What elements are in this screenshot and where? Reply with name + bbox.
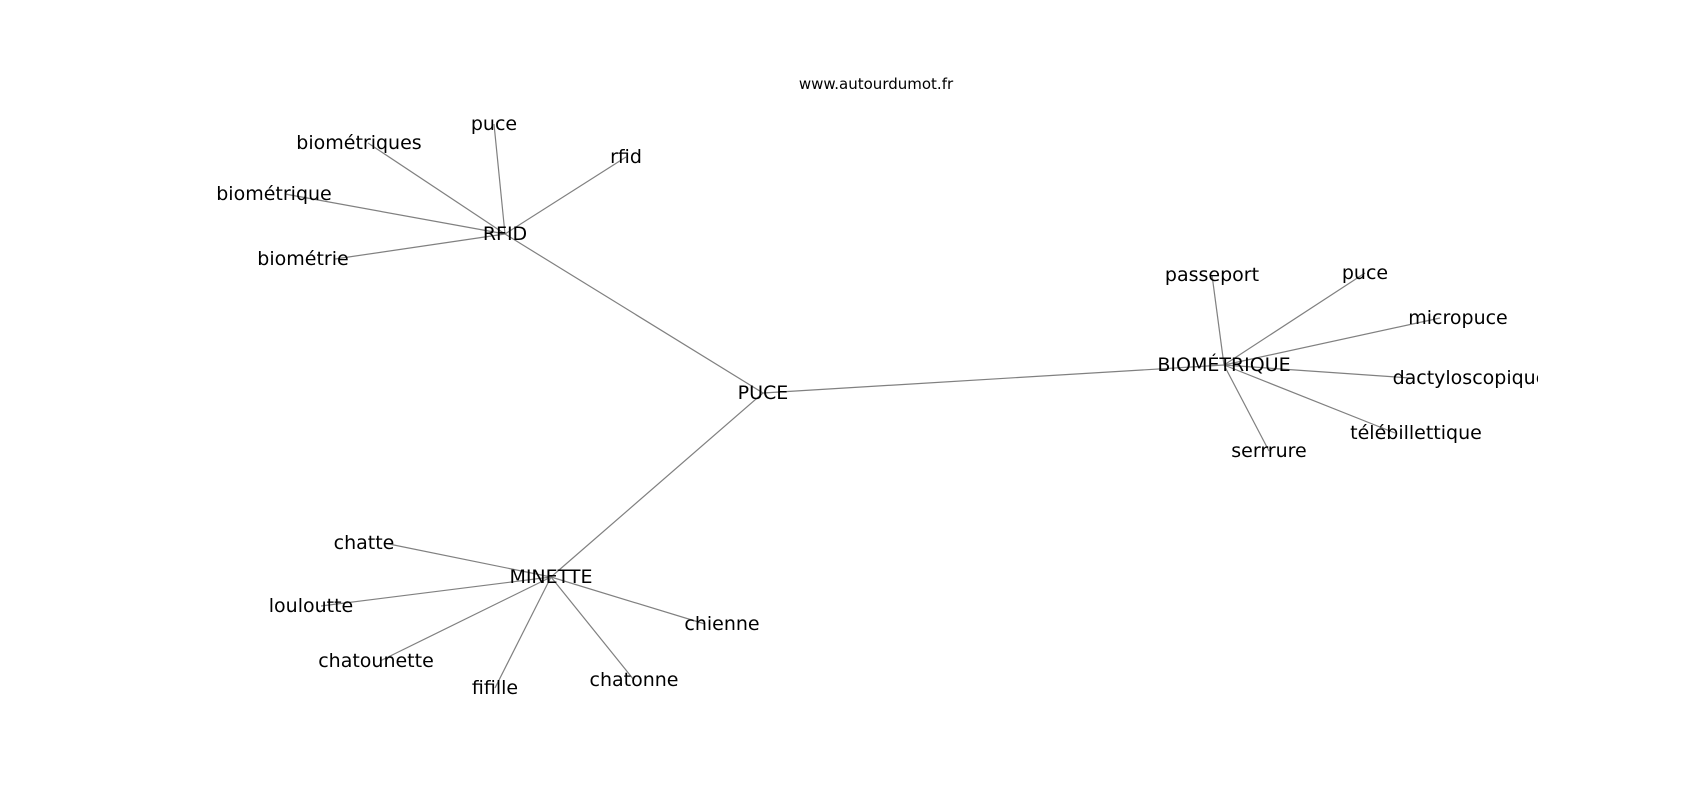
edge-minette-min_chatonne [550, 576, 635, 681]
node-label-biometrique-hub[interactable]: BIOMÉTRIQUE [1157, 353, 1290, 376]
edge-rfid-rfid_biometriques [367, 142, 506, 235]
edge-biometrique_hub-bio_puce [1223, 272, 1366, 366]
edge-minette-min_chatte [383, 542, 552, 578]
graph-edges [284, 123, 1441, 689]
edge-rfid-rfid_puce [493, 123, 506, 235]
node-label-min-louloutte[interactable]: louloutte [269, 595, 353, 617]
edge-biometrique_hub-bio_serrrure [1223, 364, 1270, 452]
edge-rfid-rfid_biometrique [284, 193, 506, 235]
edge-puce_center-biometrique_hub [762, 364, 1225, 394]
edge-minette-min_chienne [550, 576, 706, 625]
node-label-puce-center[interactable]: PUCE [738, 382, 789, 404]
node-label-min-chatonne[interactable]: chatonne [590, 669, 679, 691]
node-label-min-chatte[interactable]: chatte [334, 532, 395, 554]
node-label-bio-puce[interactable]: puce [1342, 262, 1388, 284]
node-label-bio-micropuce[interactable]: micropuce [1408, 307, 1508, 329]
edge-biometrique_hub-bio_dactyloscopique [1223, 364, 1411, 379]
node-label-rfid-biometriques[interactable]: biométriques [296, 132, 421, 154]
node-label-minette[interactable]: MINETTE [509, 566, 592, 588]
site-url[interactable]: www.autourdumot.fr [799, 75, 954, 93]
node-label-rfid-rfid[interactable]: rfid [610, 146, 642, 168]
edge-biometrique_hub-bio_micropuce [1223, 317, 1441, 366]
edge-rfid-rfid_biometrie [334, 233, 506, 260]
node-label-bio-passeport[interactable]: passeport [1165, 264, 1259, 286]
node-label-min-fifille[interactable]: fifille [472, 677, 518, 699]
node-label-min-chatounette[interactable]: chatounette [318, 650, 434, 672]
edge-puce_center-rfid [504, 233, 764, 394]
edge-rfid-rfid_rfid [504, 156, 627, 235]
graph-labels: PUCE RFID BIOMÉTRIQUE MINETTE puce rfid biomét… [216, 113, 1548, 699]
node-label-rfid-biometrique[interactable]: biométrique [216, 183, 332, 205]
node-label-bio-dactyloscopique[interactable]: dactyloscopique [1393, 367, 1548, 389]
node-label-rfid-puce[interactable]: puce [471, 113, 517, 135]
edge-puce_center-minette [550, 392, 764, 578]
edge-biometrique_hub-bio_telebillettique [1223, 364, 1396, 434]
node-label-bio-telebillettique[interactable]: télébillettique [1350, 422, 1482, 444]
edge-minette-min_fifille [494, 576, 552, 689]
edge-biometrique_hub-bio_passeport [1211, 274, 1225, 366]
node-label-bio-serrrure[interactable]: serrrure [1231, 440, 1306, 462]
edge-minette-min_louloutte [320, 576, 552, 607]
node-label-rfid-biometrie[interactable]: biométrie [257, 248, 348, 270]
edge-minette-min_chatounette [379, 576, 552, 662]
node-label-rfid[interactable]: RFID [483, 223, 527, 245]
node-label-min-chienne[interactable]: chienne [684, 613, 759, 635]
